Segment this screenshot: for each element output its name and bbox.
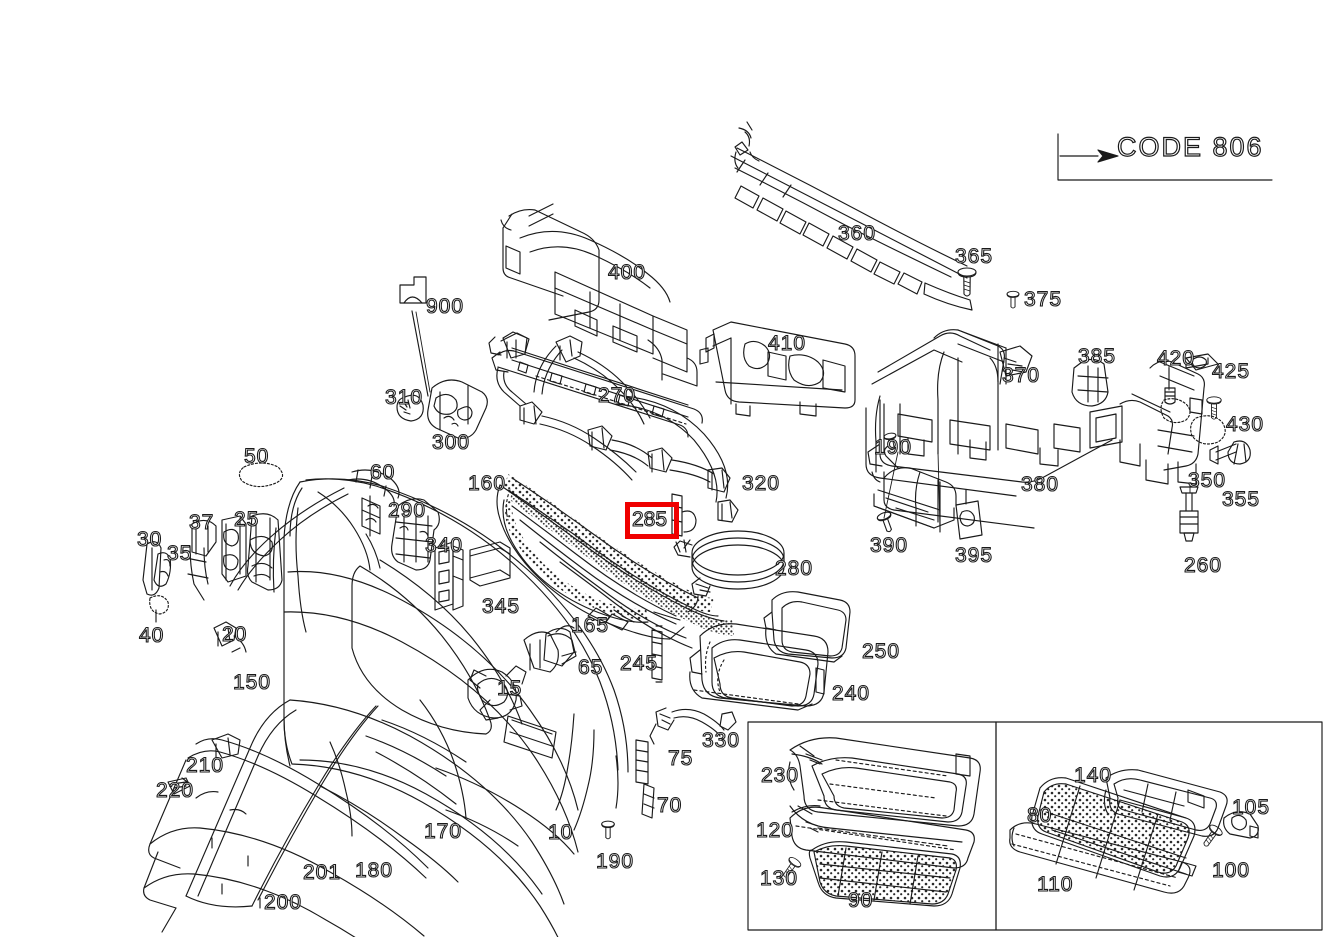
callout-430: 430 <box>1225 413 1265 436</box>
callout-120: 120 <box>755 819 795 842</box>
callout-37: 37 <box>188 511 215 534</box>
callout-50: 50 <box>243 445 270 468</box>
callout-380: 380 <box>1020 473 1060 496</box>
code-marker: CODE 806 <box>1055 131 1270 181</box>
callout-110: 110 <box>1036 873 1074 896</box>
callout-355: 355 <box>1221 488 1261 511</box>
callout-395: 395 <box>954 544 994 567</box>
callout-20: 20 <box>221 623 248 646</box>
callout-165: 165 <box>570 614 610 637</box>
callout-140: 140 <box>1073 764 1113 787</box>
callout-160: 160 <box>467 472 507 495</box>
callout-360: 360 <box>837 222 877 245</box>
callout-240: 240 <box>831 682 871 705</box>
callout-230: 230 <box>760 764 800 787</box>
callout-285: 285 <box>631 507 668 531</box>
callout-425: 425 <box>1211 360 1251 383</box>
callout-100: 100 <box>1211 859 1251 882</box>
callout-350: 350 <box>1187 469 1227 492</box>
callout-130: 130 <box>759 867 799 890</box>
callout-345: 345 <box>481 595 521 618</box>
callout-65: 65 <box>577 656 604 679</box>
callout-70: 70 <box>656 794 683 817</box>
callout-330: 330 <box>701 729 741 752</box>
callout-280: 280 <box>774 557 814 580</box>
callout-201: 201 <box>302 861 342 884</box>
callout-400: 400 <box>607 261 647 284</box>
callout-220: 220 <box>155 779 195 802</box>
callout-190: 190 <box>873 436 913 459</box>
callout-365: 365 <box>954 245 994 268</box>
callout-310: 310 <box>384 386 424 409</box>
callout-260: 260 <box>1183 554 1223 577</box>
callout-410: 410 <box>767 332 807 355</box>
callout-420: 420 <box>1156 347 1196 370</box>
callout-150: 150 <box>232 671 272 694</box>
callout-320: 320 <box>741 472 781 495</box>
callout-30: 30 <box>136 528 163 551</box>
callout-15: 15 <box>496 677 523 700</box>
callout-60: 60 <box>369 461 396 484</box>
callout-245: 245 <box>619 652 659 675</box>
callout-390: 390 <box>869 534 909 557</box>
callout-370: 370 <box>1001 364 1041 387</box>
callout-340: 340 <box>424 534 464 557</box>
callout-290: 290 <box>387 499 427 522</box>
callout-35: 35 <box>166 542 193 565</box>
callout-25: 25 <box>233 508 260 531</box>
callout-200: 200 <box>263 891 303 914</box>
callout-270: 270 <box>597 384 637 407</box>
callout-385: 385 <box>1077 345 1117 368</box>
callout-90: 90 <box>847 889 874 912</box>
callout-300: 300 <box>431 431 471 454</box>
callout-40: 40 <box>138 624 165 647</box>
callout-170: 170 <box>423 820 463 843</box>
callout-375: 375 <box>1023 288 1063 311</box>
callout-190: 190 <box>595 850 635 873</box>
callout-900: 900 <box>425 295 465 318</box>
callout-10: 10 <box>547 821 574 844</box>
callout-210: 210 <box>185 754 225 777</box>
callout-75: 75 <box>667 747 694 770</box>
callout-80: 80 <box>1026 804 1053 827</box>
callout-180: 180 <box>354 859 394 882</box>
callout-105: 105 <box>1231 796 1271 819</box>
code-marker-label: CODE 806 <box>1116 131 1264 162</box>
callout-250: 250 <box>861 640 901 663</box>
